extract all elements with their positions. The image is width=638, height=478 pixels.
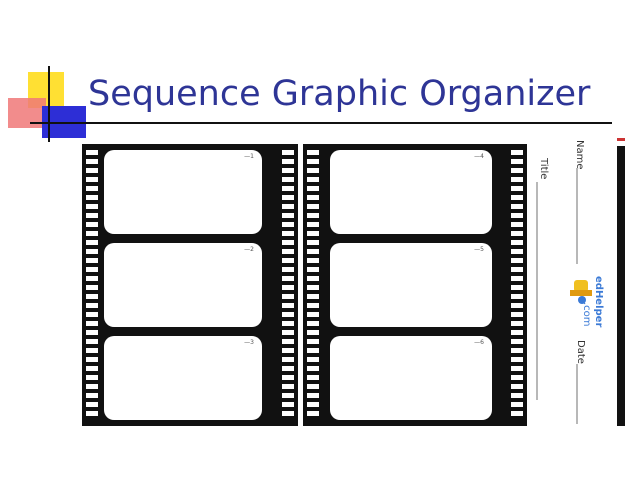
film-perforations-left (86, 150, 98, 420)
sequence-frame[interactable]: —4 (330, 150, 492, 234)
film-strip-right: —4 —5 —6 (303, 144, 527, 426)
date-field-line[interactable] (576, 364, 578, 424)
title-field-label: Title (538, 158, 549, 180)
frame-number: —3 (244, 339, 254, 346)
title-underline (30, 122, 612, 124)
edhelper-logo: edHelper .com (568, 272, 610, 330)
date-field-label: Date (575, 340, 586, 364)
sequence-frame[interactable]: —1 (104, 150, 262, 234)
film-perforations-right (282, 150, 294, 420)
logo-text: edHelper (593, 276, 604, 328)
sequence-frame[interactable]: —3 (104, 336, 262, 420)
corner-vertical-line (48, 66, 50, 142)
sequence-frame[interactable]: —6 (330, 336, 492, 420)
sequence-frame[interactable]: —2 (104, 243, 262, 327)
name-field-line[interactable] (576, 168, 578, 264)
sequence-frame[interactable]: —5 (330, 243, 492, 327)
frame-number: —6 (474, 339, 484, 346)
frame-number: —5 (474, 246, 484, 253)
frame-number: —4 (474, 153, 484, 160)
logo-mascot-icon (570, 280, 592, 304)
page-title: Sequence Graphic Organizer (88, 74, 591, 114)
film-strip-left: —1 —2 —3 (82, 144, 298, 426)
logo-domain: .com (581, 302, 592, 327)
frame-number: —1 (244, 153, 254, 160)
film-perforations-right (511, 150, 523, 420)
title-field-line[interactable] (536, 182, 538, 400)
red-marker (617, 138, 625, 141)
name-field-label: Name (574, 140, 585, 170)
film-perforations-left (307, 150, 319, 420)
frame-number: —2 (244, 246, 254, 253)
right-black-bar (617, 146, 625, 426)
